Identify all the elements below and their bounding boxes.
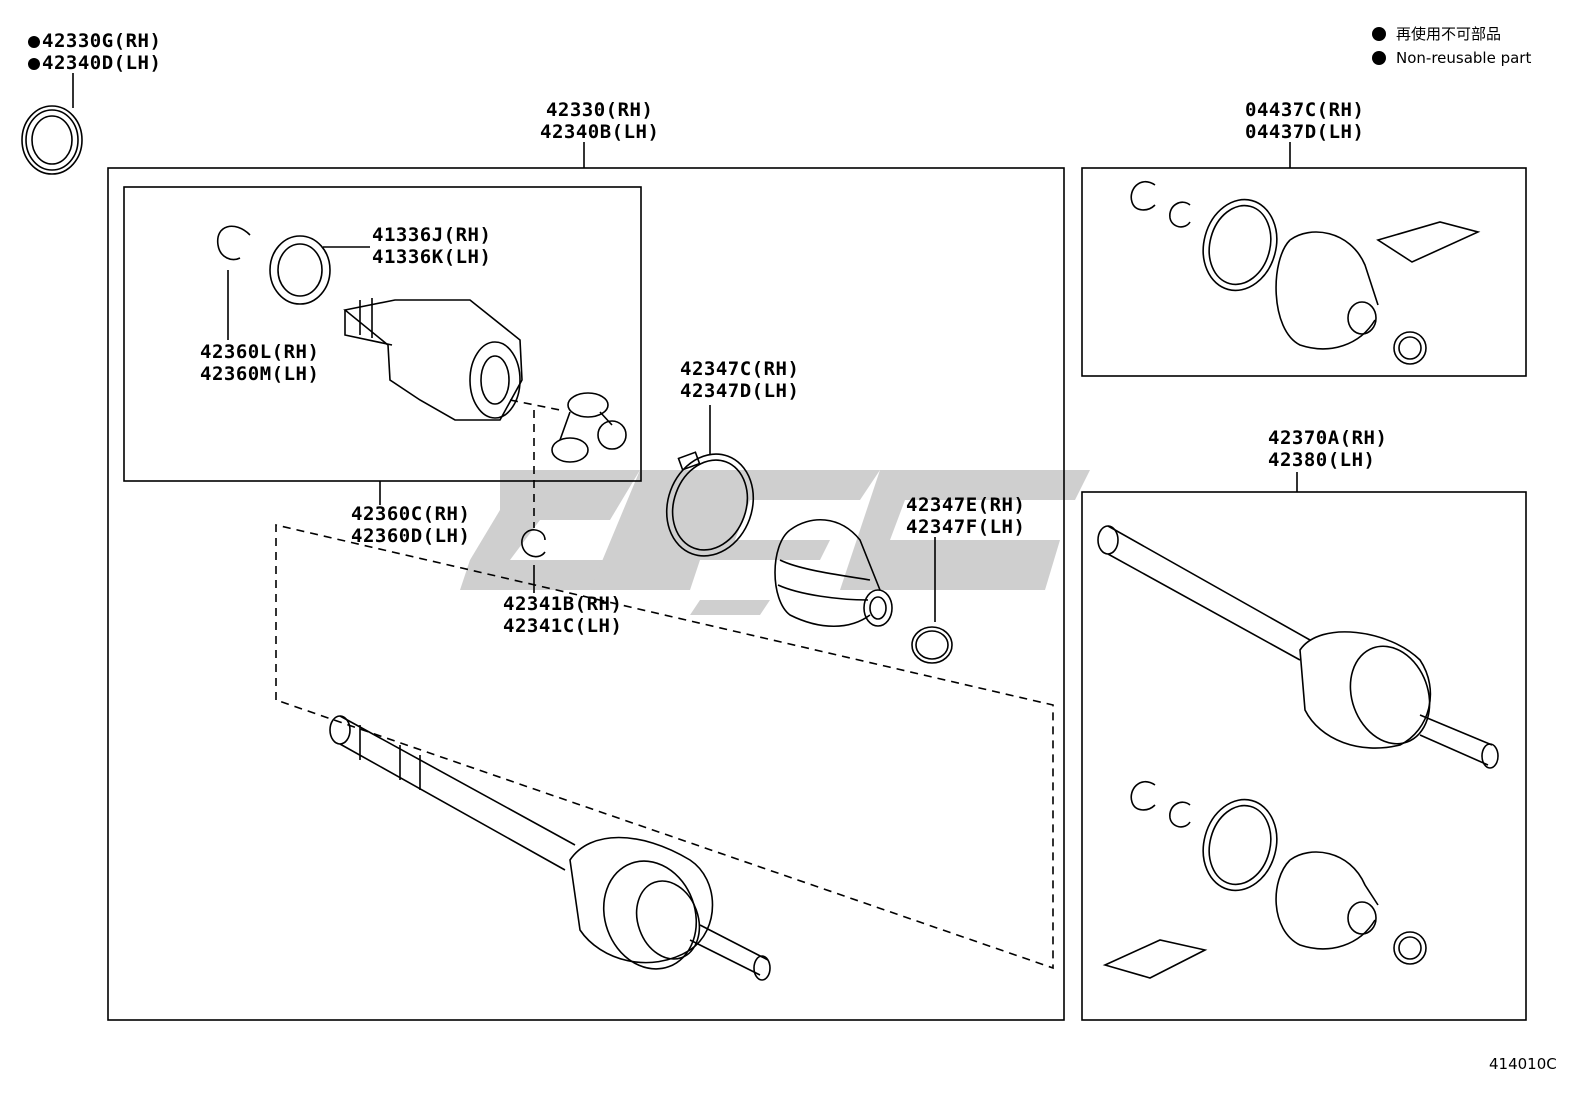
small-clamp-drawing — [911, 626, 953, 664]
non-reusable-icon — [28, 58, 40, 70]
shaft-assembly-frame — [107, 167, 1065, 1021]
part-number-rh: 42330(RH) — [545, 99, 654, 121]
dashed-guides — [275, 399, 1054, 970]
part-number-lh: 42340D(LH) — [42, 52, 162, 74]
outboard-joint-frame — [1081, 491, 1527, 1021]
tripod-drawing — [551, 392, 627, 463]
drive-shaft-drawing — [329, 715, 771, 981]
label-large-clamp[interactable]: 42347C(RH) 42347D(LH) — [680, 358, 799, 402]
label-outboard-joint[interactable]: 42370A(RH) 42380(LH) — [1268, 427, 1387, 471]
legend-row-jp: 再使用不可部品 — [1372, 22, 1531, 46]
label-outer-seal[interactable]: 42330G(RH) 42340D(LH) — [28, 30, 161, 74]
part-number-lh: 42341C(LH) — [503, 615, 623, 637]
illustration-number: 414010C — [1489, 1055, 1557, 1073]
large-clamp-drawing — [665, 451, 755, 557]
boot-kit-drawing — [1130, 180, 1481, 365]
snap-ring-drawing — [217, 225, 251, 261]
label-snap-ring[interactable]: 42360L(RH) 42360M(LH) — [200, 341, 319, 385]
outboard-joint-drawing — [1097, 525, 1499, 979]
legend-text-en: Non-reusable part — [1396, 49, 1532, 67]
legend-row-en: Non-reusable part — [1372, 46, 1531, 70]
part-number-rh: 42360L(RH) — [200, 341, 320, 363]
label-inboard-joint[interactable]: 42360C(RH) 42360D(LH) — [351, 503, 470, 547]
part-number-rh: 42347C(RH) — [680, 358, 800, 380]
part-number-rh: 04437C(RH) — [1245, 99, 1365, 121]
part-number-rh: 42347E(RH) — [906, 494, 1026, 516]
label-boot-kit[interactable]: 04437C(RH) 04437D(LH) — [1245, 99, 1364, 143]
outer-seal-drawing — [21, 105, 83, 175]
leader-lines — [72, 73, 1298, 622]
part-number-lh: 41336K(LH) — [372, 246, 492, 268]
label-clip[interactable]: 42341B(RH) 42341C(LH) — [503, 593, 622, 637]
part-number-lh: 42340B(LH) — [540, 121, 660, 143]
bullet-icon — [1372, 51, 1386, 65]
boot-kit-frame — [1081, 167, 1527, 377]
label-shaft-assy[interactable]: 42330(RH) 42340B(LH) — [540, 99, 659, 143]
part-number-rh: 42370A(RH) — [1268, 427, 1388, 449]
inner-seal-drawing — [269, 235, 331, 305]
part-number-lh: 42360D(LH) — [351, 525, 471, 547]
part-number-rh: 42360C(RH) — [351, 503, 471, 525]
part-number-lh: 04437D(LH) — [1245, 121, 1365, 143]
label-inner-seal[interactable]: 41336J(RH) 41336K(LH) — [372, 224, 491, 268]
legend-text-jp: 再使用不可部品 — [1396, 25, 1502, 43]
clip-drawing — [521, 529, 546, 558]
boot-drawing — [774, 519, 893, 628]
part-number-rh: 41336J(RH) — [372, 224, 492, 246]
part-number-lh: 42380(LH) — [1268, 449, 1376, 471]
part-number-lh: 42347D(LH) — [680, 380, 800, 402]
bullet-icon — [1372, 27, 1386, 41]
label-small-clamp[interactable]: 42347E(RH) 42347F(LH) — [906, 494, 1025, 538]
legend: 再使用不可部品 Non-reusable part — [1372, 22, 1531, 70]
part-number-rh: 42341B(RH) — [503, 593, 623, 615]
inboard-joint-drawing — [343, 298, 523, 421]
part-number-rh: 42330G(RH) — [42, 30, 162, 52]
inboard-joint-frame — [123, 186, 642, 482]
watermark-logo — [460, 470, 1090, 615]
part-number-lh: 42360M(LH) — [200, 363, 320, 385]
non-reusable-icon — [28, 36, 40, 48]
part-number-lh: 42347F(LH) — [906, 516, 1026, 538]
